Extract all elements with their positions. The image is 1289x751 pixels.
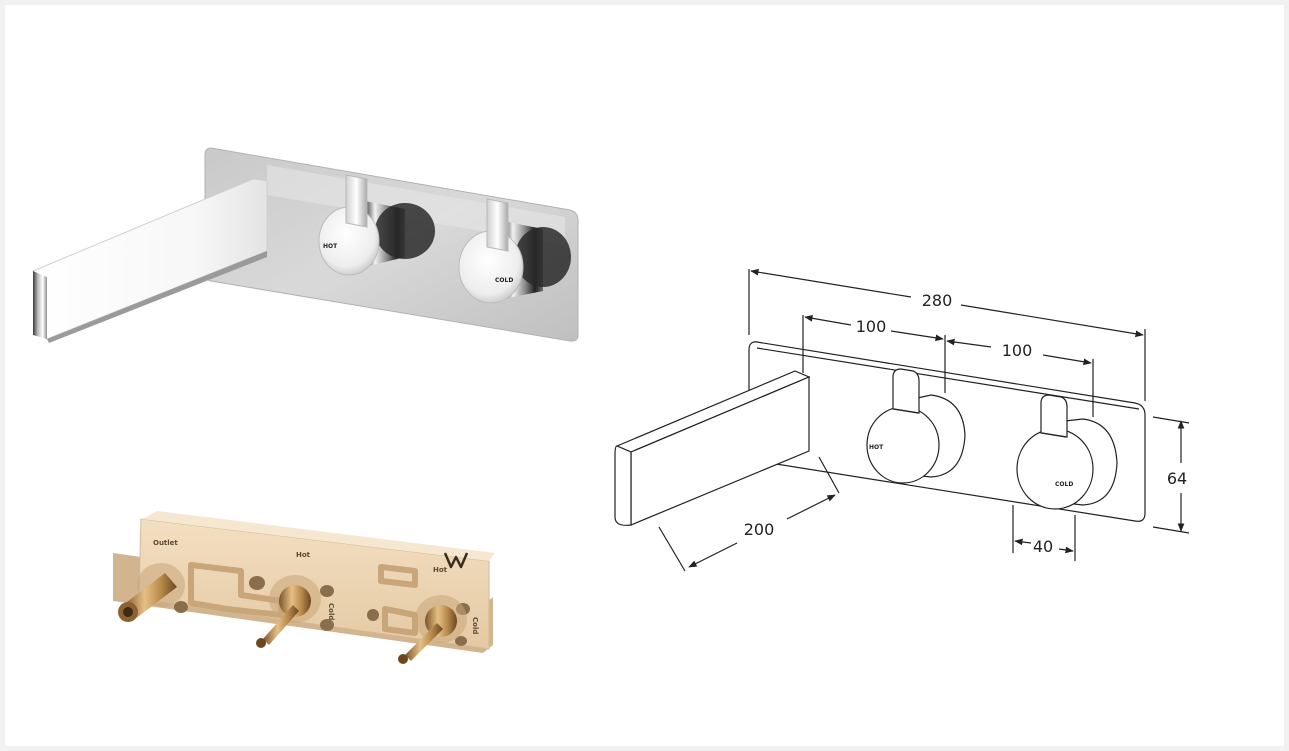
cold-valve [398, 595, 467, 664]
cold-handle-lever [486, 198, 509, 252]
hot-handle-collar [375, 203, 435, 259]
dim-label-knob-depth: 40 [1033, 537, 1053, 556]
dim-line-40 [1058, 546, 1074, 554]
kit-label-cold-2: Cold [471, 617, 479, 634]
product-sheet: HOT COLD [32, 147, 1190, 664]
dim-line-100a [804, 314, 852, 326]
cold-handle: COLD [458, 198, 571, 304]
dim-extension [1152, 416, 1190, 424]
dim-extension [1152, 526, 1190, 534]
dim-line-280 [960, 304, 1144, 338]
outlet-port [118, 563, 185, 622]
drawing-hot-handle [866, 368, 966, 484]
kit-hole [249, 576, 265, 590]
dim-line-200 [786, 494, 836, 520]
rough-in-kit: Outlet Hot Hot Cold Cold [113, 511, 495, 664]
spout [32, 178, 268, 343]
dim-line-100b [1042, 354, 1092, 366]
dim-extension [818, 456, 840, 494]
kit-hole [174, 601, 188, 613]
hot-render-label: HOT [323, 243, 338, 250]
kit-hole [455, 636, 467, 646]
dim-line-100b [946, 338, 992, 348]
dim-line-100a [890, 330, 944, 342]
hot-handle-lever [345, 174, 368, 228]
drawing-cold-label: COLD [1055, 481, 1073, 488]
spout-underside [47, 251, 267, 343]
drawing-hot-label: HOT [869, 444, 884, 451]
hot-handle: HOT [318, 174, 435, 276]
kit-label-hot-2: Hot [433, 566, 448, 574]
kit-channel-3 [382, 606, 418, 636]
dim-label-spacing-2: 100 [1002, 341, 1033, 360]
watermark-logo [443, 552, 469, 569]
kit-label-cold-1: Cold [327, 603, 335, 620]
dim-label-plate-height: 64 [1167, 469, 1187, 488]
product-render: HOT COLD [32, 147, 579, 343]
dim-line-280 [750, 268, 912, 298]
dim-label-spout-length: 200 [744, 520, 775, 539]
dim-line-200 [688, 542, 738, 568]
kit-hole [367, 609, 379, 621]
kit-label-outlet: Outlet [153, 539, 178, 547]
drawing-cold-handle [1016, 394, 1118, 510]
spout-top-face [32, 178, 268, 340]
kit-label-hot-1: Hot [296, 551, 311, 559]
dim-label-overall-width: 280 [922, 291, 953, 310]
spout-end-face [33, 271, 47, 339]
dimension-labels: 280 100 100 64 40 200 HOT COLD [744, 291, 1187, 556]
drawing-spout-end [614, 445, 632, 526]
cold-render-label: COLD [495, 277, 513, 284]
dim-extension [658, 526, 686, 572]
image-frame: HOT COLD [5, 5, 1284, 746]
kit-top-face [141, 511, 495, 561]
hot-valve [256, 575, 321, 648]
dim-line-40 [1014, 538, 1032, 546]
cold-handle-collar [515, 227, 571, 287]
kit-channel-2 [378, 564, 418, 588]
drawing-plate-inner-edge [756, 347, 1140, 410]
kit-hole [320, 619, 334, 631]
drawing-spout-front [630, 376, 810, 526]
kit-hole [320, 585, 334, 597]
dimension-drawing [614, 268, 1190, 572]
dim-label-spacing-1: 100 [856, 317, 887, 336]
